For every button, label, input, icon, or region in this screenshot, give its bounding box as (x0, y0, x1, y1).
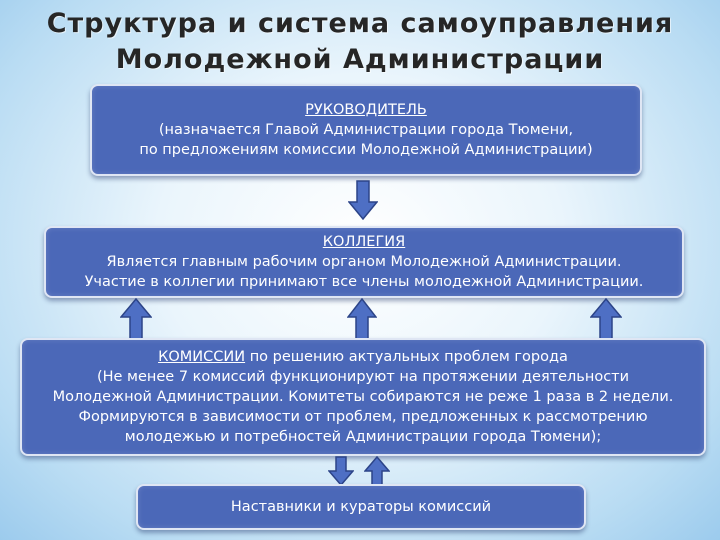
arrow-up-right (590, 298, 622, 340)
arrow-down-icon (348, 180, 378, 220)
arrow-up-icon (347, 298, 377, 340)
collegium-line-2: Участие в коллегии принимают все члены м… (84, 274, 644, 290)
commissions-line-1: (Не менее 7 комиссий функционируют на пр… (96, 369, 630, 385)
arrow-down-commissions-to-mentors (328, 456, 354, 486)
collegium-heading: КОЛЛЕГИЯ (322, 234, 406, 250)
collegium-box: КОЛЛЕГИЯ Является главным рабочим органо… (44, 226, 684, 298)
commissions-heading-rest: по решению актуальных проблем города (245, 349, 568, 365)
commissions-heading: КОМИССИИ (158, 349, 246, 365)
collegium-line-1: Является главным рабочим органом Молодеж… (106, 254, 622, 270)
mentors-box: Наставники и кураторы комиссий (136, 484, 586, 530)
arrow-down-icon (328, 456, 354, 486)
commissions-heading-line: КОМИССИИ по решению актуальных проблем г… (22, 347, 704, 367)
commissions-line-4: молодежью и потребностей Администрации г… (124, 429, 602, 445)
arrow-up-center (347, 298, 377, 340)
head-line-2: по предложениям комиссии Молодежной Адми… (139, 142, 593, 158)
page-title: Структура и система самоуправления Молод… (0, 6, 720, 78)
title-line-2: Молодежной Администрации (115, 44, 605, 75)
arrow-up-icon (120, 298, 152, 340)
mentors-label: Наставники и кураторы комиссий (230, 499, 492, 515)
head-line-1: (назначается Главой Администрации города… (158, 122, 574, 138)
head-heading: РУКОВОДИТЕЛЬ (305, 102, 427, 118)
arrow-up-icon (590, 298, 622, 340)
arrow-up-mentors-to-commissions (364, 456, 390, 486)
commissions-line-2: Молодежной Администрации. Комитеты собир… (52, 389, 674, 405)
commissions-line-3: Формируются в зависимости от проблем, пр… (78, 409, 648, 425)
head-box: РУКОВОДИТЕЛЬ (назначается Главой Админис… (90, 84, 642, 176)
arrow-up-icon (364, 456, 390, 486)
commissions-box: КОМИССИИ по решению актуальных проблем г… (20, 338, 706, 456)
title-line-1: Структура и система самоуправления (46, 8, 674, 39)
arrow-up-left (120, 298, 152, 340)
arrow-down-head-to-collegium (348, 180, 378, 220)
